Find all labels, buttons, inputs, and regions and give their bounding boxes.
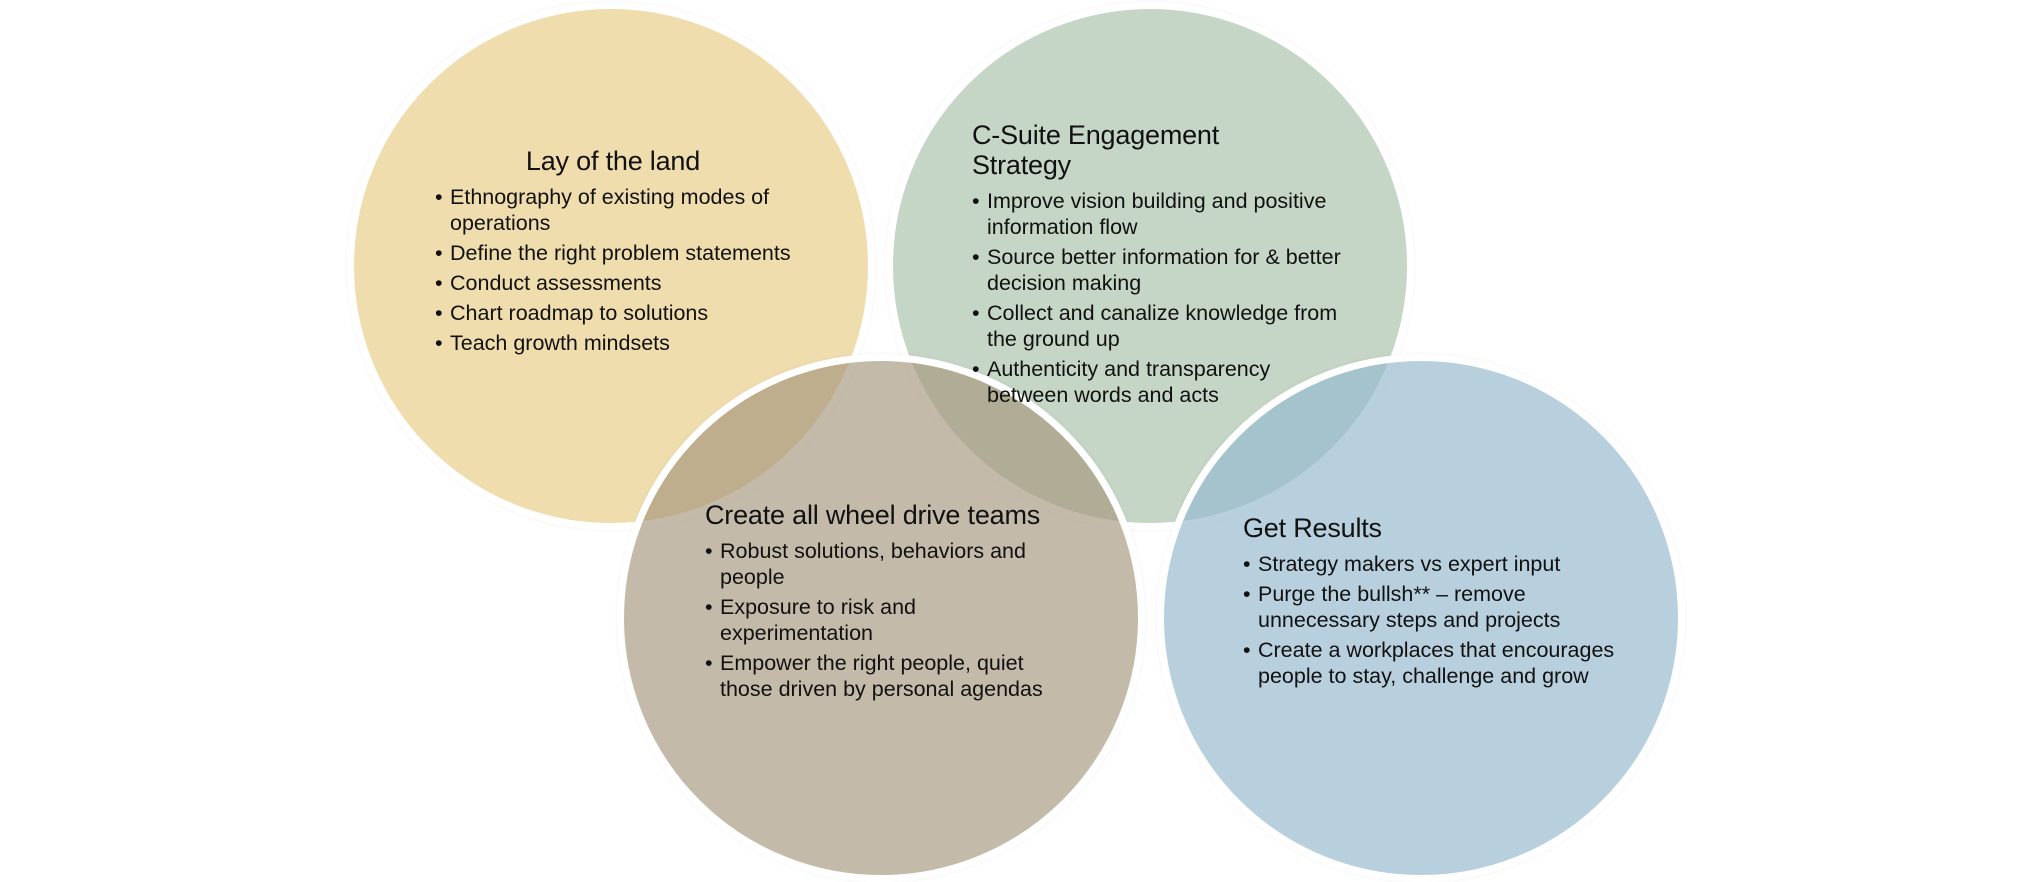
list-item-text: Conduct assessments bbox=[450, 271, 662, 295]
list-item-text: Robust solutions, behaviors and people bbox=[720, 539, 1026, 589]
list-item: • Chart roadmap to solutions bbox=[435, 300, 795, 326]
list-item: • Empower the right people, quiet those d… bbox=[705, 650, 1065, 702]
bullet-glyph: • bbox=[705, 539, 713, 563]
list-item: • Collect and canalize knowledge from the… bbox=[972, 300, 1352, 352]
list-item: • Improve vision building and positive in… bbox=[972, 188, 1352, 240]
bullet-glyph: • bbox=[435, 185, 443, 209]
list-item-text: Define the right problem statements bbox=[450, 241, 791, 265]
all-wheel-drive-teams-list: •Robust solutions, behaviors and people … bbox=[705, 538, 1065, 702]
c-suite-engagement-block: C-Suite Engagement Strategy • Improve vis… bbox=[972, 120, 1352, 412]
bullet-glyph: • bbox=[435, 301, 443, 325]
list-item-text: Authenticity and transparency between wo… bbox=[987, 357, 1271, 407]
bullet-glyph: • bbox=[1243, 582, 1251, 606]
list-item-text: Purge the bullsh** – remove unnecessary … bbox=[1258, 582, 1561, 632]
list-item: • Robust solutions, behaviors and people bbox=[705, 538, 1065, 590]
list-item-text: Exposure to risk and experimentation bbox=[720, 595, 916, 645]
list-item: • Create a workplaces that encourages peo… bbox=[1243, 637, 1623, 689]
list-item: • Conduct assessments bbox=[435, 270, 795, 296]
list-item: • Strategy makers vs expert input bbox=[1243, 551, 1623, 577]
circle-get-results bbox=[1157, 354, 1685, 882]
get-results-list: • Strategy makers vs expert input • Purge … bbox=[1243, 551, 1623, 689]
list-item-text: Create a workplaces that encourages peop… bbox=[1258, 638, 1615, 688]
list-item-text: Chart roadmap to solutions bbox=[450, 301, 709, 325]
get-results-title: Get Results bbox=[1243, 513, 1382, 543]
list-item-text: Strategy makers vs expert input bbox=[1258, 552, 1561, 576]
list-item: • Ethnography of existing modes of operat… bbox=[435, 184, 795, 236]
bullet-glyph: • bbox=[435, 331, 443, 355]
c-suite-engagement-title: C-Suite Engagement Strategy bbox=[972, 120, 1220, 180]
bullet-glyph: • bbox=[435, 241, 443, 265]
lay-of-the-land-block: Lay of the land • Ethnography of existing… bbox=[435, 146, 795, 360]
list-item: • Exposure to risk and experimentation bbox=[705, 594, 1065, 646]
get-results-block: Get Results • Strategy makers vs expert i… bbox=[1243, 513, 1633, 693]
bullet-glyph: • bbox=[972, 189, 980, 213]
list-item-text: Source better information for & better d… bbox=[987, 245, 1341, 295]
bullet-glyph: • bbox=[705, 651, 713, 675]
all-wheel-drive-teams-block: Create all wheel drive teams • Robust sol… bbox=[705, 500, 1085, 706]
list-item: • Source better information for & better … bbox=[972, 244, 1352, 296]
circle-lay-of-the-land bbox=[347, 2, 875, 530]
bullet-glyph: • bbox=[972, 301, 980, 325]
list-item: • Teach growth mindsets bbox=[435, 330, 795, 356]
c-suite-engagement-list: • Improve vision building and positive in… bbox=[972, 188, 1352, 408]
list-item-text: Teach growth mindsets bbox=[450, 331, 670, 355]
bullet-glyph: • bbox=[972, 357, 980, 381]
bullet-glyph: • bbox=[705, 595, 713, 619]
bullet-glyph: • bbox=[1243, 638, 1251, 662]
list-item-text: Improve vision building and positive inf… bbox=[987, 189, 1327, 239]
bullet-glyph: • bbox=[972, 245, 980, 269]
all-wheel-drive-teams-title: Create all wheel drive teams bbox=[705, 500, 1041, 530]
list-item-text: Ethnography of existing modes of operati… bbox=[450, 185, 770, 235]
list-item: • Purge the bullsh** – remove unnecessary… bbox=[1243, 581, 1623, 633]
circle-all-wheel-drive-teams bbox=[617, 354, 1145, 882]
bullet-glyph: • bbox=[1243, 552, 1251, 576]
list-item: • Authenticity and transparency between w… bbox=[972, 356, 1352, 408]
lay-of-the-land-title: Lay of the land bbox=[525, 146, 701, 176]
lay-of-the-land-list: • Ethnography of existing modes of operat… bbox=[435, 184, 795, 356]
list-item-text: Collect and canalize knowledge from the … bbox=[987, 301, 1338, 351]
list-item: • Define the right problem statements bbox=[435, 240, 795, 266]
bullet-glyph: • bbox=[435, 271, 443, 295]
list-item-text: Empower the right people, quiet those dr… bbox=[720, 651, 1043, 701]
